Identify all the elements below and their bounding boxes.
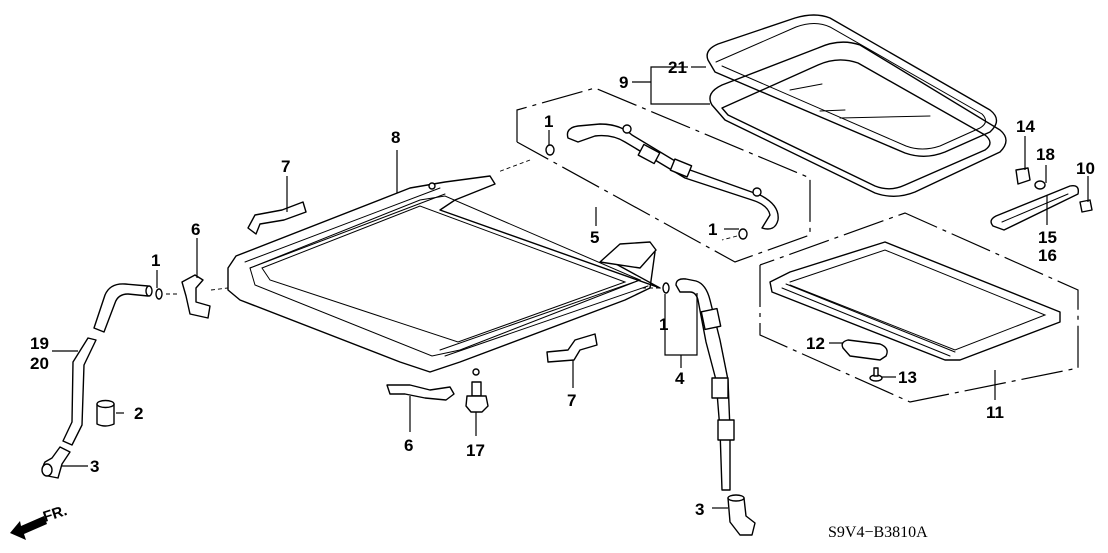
frame-bracket-7-lower[interactable]	[546, 333, 598, 363]
callout-12: 12	[806, 334, 825, 353]
group-boundary-sunshade	[759, 212, 1079, 403]
callout-17: 17	[466, 441, 485, 460]
sunroof-frame[interactable]	[227, 175, 661, 376]
callout-2: 2	[134, 404, 143, 423]
callout-1: 1	[544, 112, 553, 131]
front-drain-tube-assembly[interactable]	[566, 123, 779, 230]
callout-13: 13	[898, 368, 917, 387]
front-direction-indicator: FR.	[10, 502, 69, 540]
callout-1: 1	[708, 220, 717, 239]
callout-14: 14	[1016, 117, 1035, 136]
hose-clamp-front-b[interactable]	[738, 228, 748, 240]
hose-joint[interactable]	[96, 399, 115, 427]
diagram-code: S9V4−B3810A	[828, 524, 928, 541]
drain-elbow-left[interactable]	[41, 446, 71, 479]
callout-20: 20	[30, 354, 49, 373]
hose-clamp-front-a[interactable]	[545, 144, 555, 156]
callout-3: 3	[90, 457, 99, 476]
slider[interactable]	[990, 184, 1080, 231]
front-direction-arrow-icon	[10, 516, 47, 540]
frame-bracket-6-left[interactable]	[181, 274, 211, 319]
screw-18[interactable]	[1034, 180, 1046, 190]
glass-weatherstrip[interactable]	[706, 14, 998, 157]
clip[interactable]	[1079, 199, 1093, 213]
callout-18: 18	[1036, 145, 1055, 164]
callout-1: 1	[659, 315, 668, 334]
frame-bracket-7-upper[interactable]	[247, 201, 307, 235]
bolt[interactable]	[465, 381, 489, 413]
callout-3: 3	[695, 500, 704, 519]
hose-clamp-left[interactable]	[155, 288, 163, 300]
rear-drain-tube[interactable]	[675, 278, 735, 491]
frame-bracket-6-lower[interactable]	[386, 384, 455, 401]
screw-13[interactable]	[869, 367, 883, 382]
drain-tube-upper[interactable]	[93, 283, 153, 333]
glass-assembly[interactable]	[709, 41, 1007, 197]
sunshade-handle[interactable]	[841, 339, 888, 361]
callout-6: 6	[404, 436, 413, 455]
callout-9: 9	[619, 73, 628, 92]
callout-7: 7	[567, 391, 576, 410]
callout-16: 16	[1038, 246, 1057, 265]
callout-15: 15	[1038, 228, 1057, 247]
callout-7: 7	[281, 157, 290, 176]
callout-11: 11	[986, 403, 1004, 422]
callout-1: 1	[151, 251, 160, 270]
stopper[interactable]	[1015, 167, 1031, 185]
callout-19: 19	[30, 334, 49, 353]
drain-elbow-right[interactable]	[727, 494, 756, 536]
callout-10: 10	[1076, 159, 1095, 178]
front-direction-label: FR.	[41, 502, 69, 526]
callout-21: 21	[668, 58, 687, 77]
leader-lines	[52, 66, 1089, 509]
callout-4: 4	[675, 369, 685, 388]
group-boundary-front-drain	[516, 87, 811, 263]
callout-8: 8	[391, 128, 400, 147]
hose-clamp-rear[interactable]	[662, 282, 670, 294]
drain-tube-lower[interactable]	[62, 337, 97, 446]
callout-6: 6	[191, 220, 200, 239]
callout-5: 5	[590, 228, 599, 247]
sunshade-assembly[interactable]	[769, 241, 1061, 361]
